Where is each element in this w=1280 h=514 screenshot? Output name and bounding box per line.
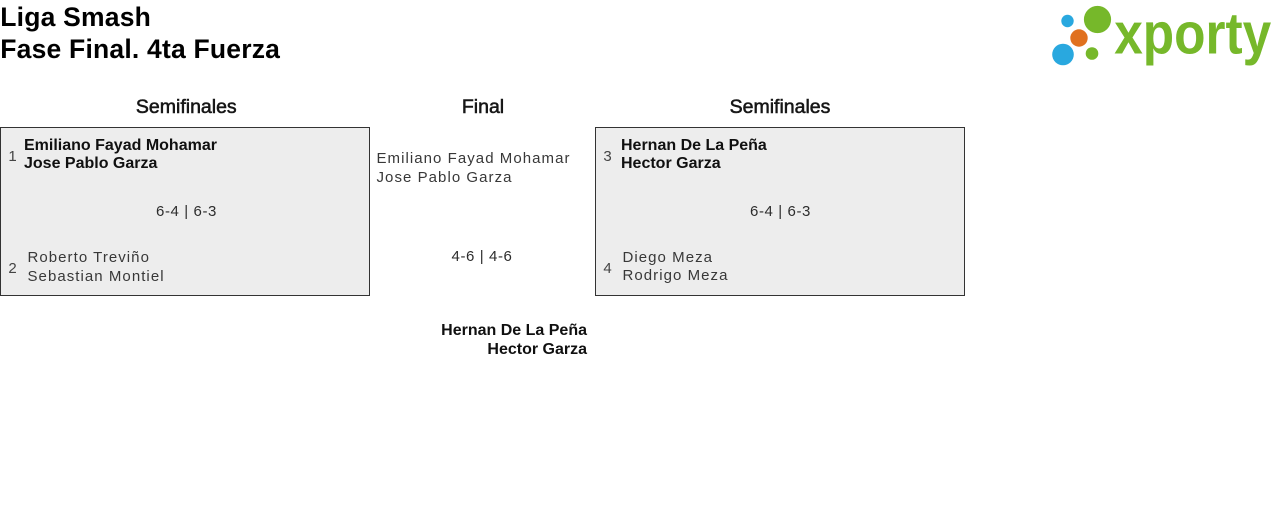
svg-text:xporty: xporty [1114,2,1271,67]
